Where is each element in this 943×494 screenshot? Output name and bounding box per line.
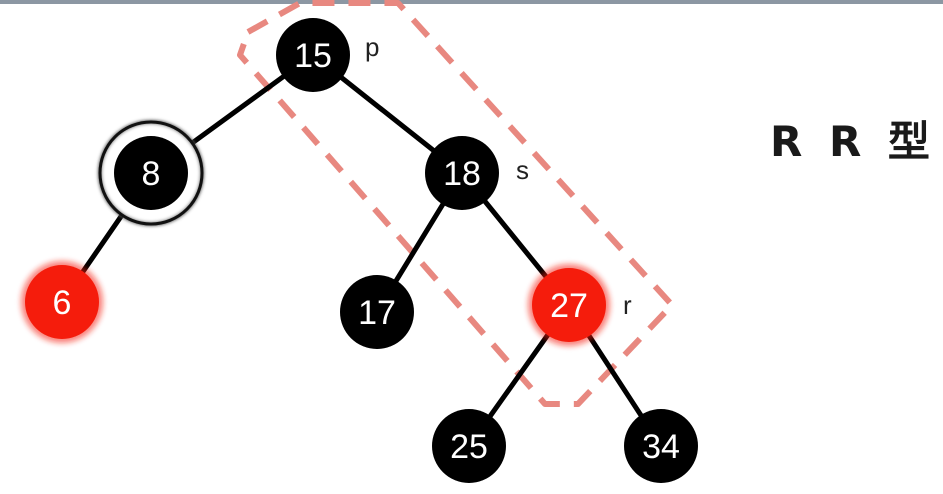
node-value-15: 15 xyxy=(294,37,332,75)
tree-node-6: 6 xyxy=(21,261,103,343)
tree-node-8: 8 xyxy=(98,120,204,226)
black-node-circle xyxy=(340,275,414,349)
node-value-6: 6 xyxy=(53,284,72,322)
case-title: R R 型 xyxy=(770,117,936,166)
tree-node-15: 15 p xyxy=(276,18,379,92)
role-label-s: s xyxy=(516,155,529,185)
node-value-34: 34 xyxy=(642,428,680,466)
top-border xyxy=(0,0,943,4)
tree-node-27: 27 r xyxy=(528,264,632,346)
node-value-18: 18 xyxy=(443,155,481,193)
double-black-ring-outline xyxy=(98,120,204,226)
black-node-circle xyxy=(114,136,188,210)
red-node-circle xyxy=(25,265,99,339)
black-node-circle xyxy=(624,409,698,483)
black-node-circle xyxy=(425,136,499,210)
highlight-dashed-frame xyxy=(237,0,675,407)
black-node-circle xyxy=(276,18,350,92)
tree-node-17: 17 xyxy=(340,275,414,349)
tree-node-34: 34 xyxy=(624,409,698,483)
role-label-r: r xyxy=(623,290,632,320)
node-value-17: 17 xyxy=(358,294,396,332)
node-value-8: 8 xyxy=(142,155,161,193)
red-node-circle xyxy=(532,268,606,342)
role-label-p: p xyxy=(365,32,379,62)
node-value-25: 25 xyxy=(450,428,488,466)
black-node-circle xyxy=(432,409,506,483)
tree-node-18: 18 s xyxy=(425,136,529,210)
tree-node-25: 25 xyxy=(432,409,506,483)
node-value-27: 27 xyxy=(550,287,588,325)
